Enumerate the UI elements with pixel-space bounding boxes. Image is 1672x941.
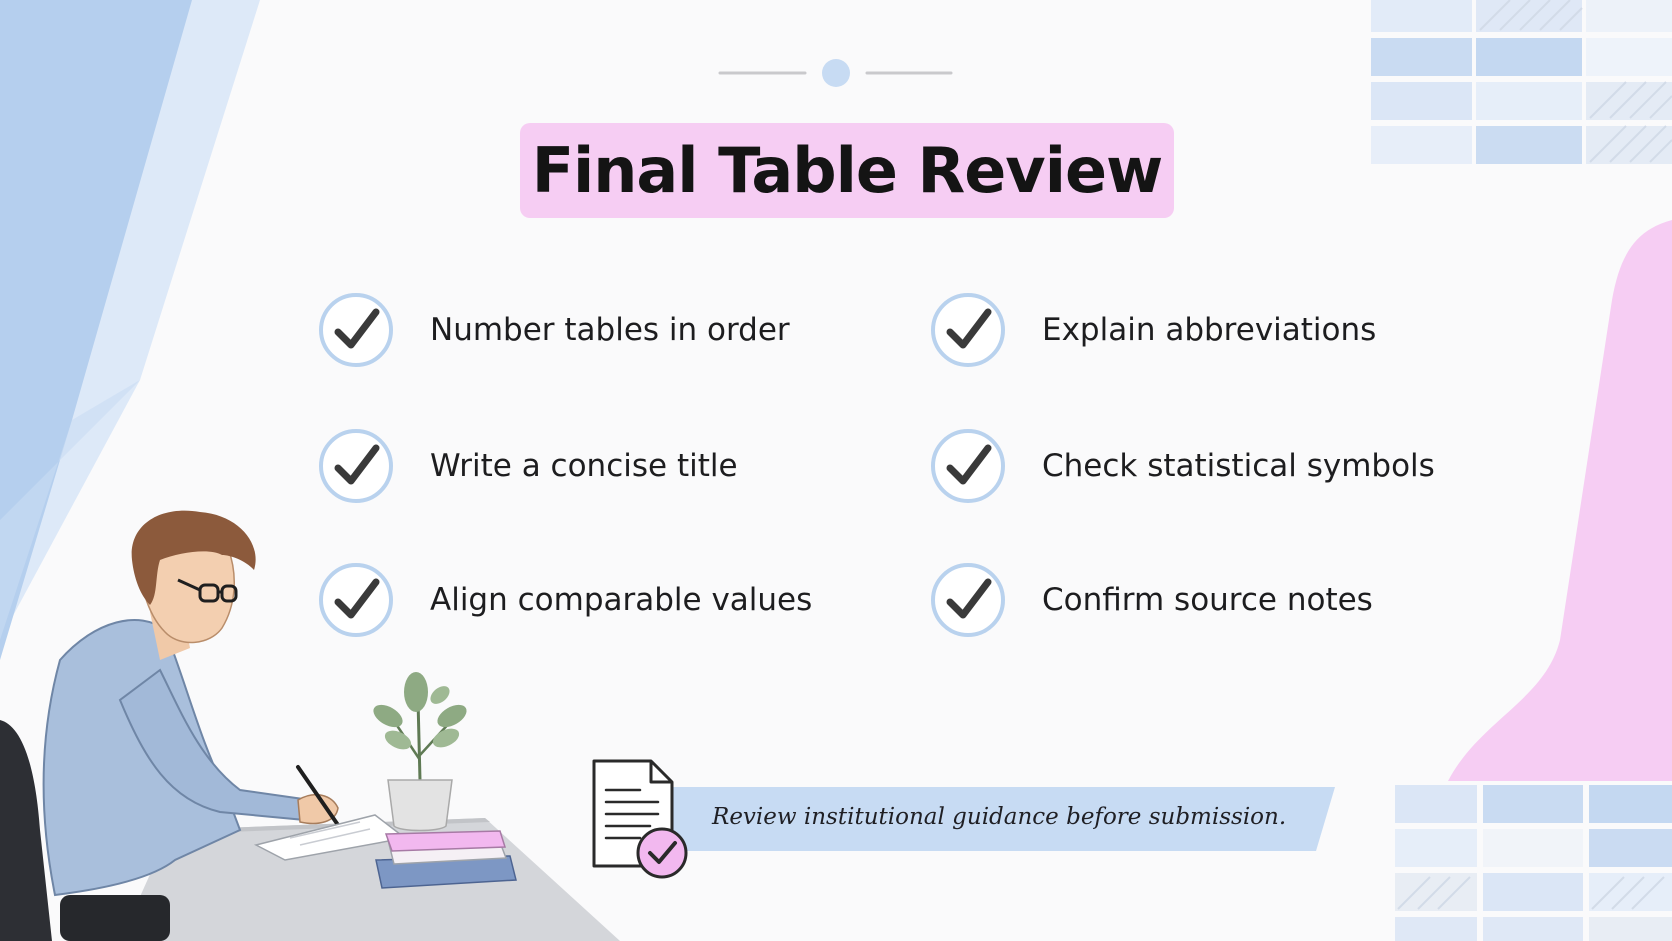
person-hair [131, 510, 256, 605]
person-hand [297, 793, 339, 825]
check-circle-icon [319, 293, 393, 367]
document-check-icon [592, 759, 688, 879]
checklist-item: Check statistical symbols [928, 426, 1435, 506]
checklist-item: Confirm source notes [928, 560, 1373, 640]
right-pink-shape [1448, 220, 1672, 781]
check-circle-icon [931, 563, 1005, 637]
top-right-grid [1371, 0, 1672, 164]
checklist-item-label: Check statistical symbols [1042, 448, 1435, 484]
chair [0, 720, 52, 941]
glasses [177, 578, 238, 603]
person-torso [42, 619, 242, 897]
checklist-item: Number tables in order [316, 290, 790, 370]
checklist-item-label: Align comparable values [430, 582, 813, 618]
checklist-item: Align comparable values [316, 560, 812, 640]
checklist-item-label: Number tables in order [430, 312, 790, 348]
plant-icon [373, 672, 467, 832]
footer-banner [662, 787, 1335, 851]
bottom-right-grid [1395, 785, 1672, 941]
checklist-item: Write a concise title [316, 426, 738, 506]
title-banner: Final Table Review [520, 123, 1174, 218]
check-circle-icon [931, 429, 1005, 503]
checklist-item-label: Explain abbreviations [1042, 312, 1377, 348]
check-circle-icon [319, 429, 393, 503]
checklist-item-label: Confirm source notes [1042, 582, 1373, 618]
check-circle-icon [931, 293, 1005, 367]
checklist-item-label: Write a concise title [430, 448, 738, 484]
checklist-item: Explain abbreviations [928, 290, 1376, 370]
page-title: Final Table Review [531, 134, 1164, 207]
person-at-desk-illustration [0, 510, 620, 941]
check-circle-icon [319, 563, 393, 637]
pen-icon [296, 765, 340, 827]
left-blue-band [0, 0, 192, 660]
top-divider-dot [822, 59, 850, 87]
left-band-edge [0, 380, 140, 640]
footer-note: Review institutional guidance before sub… [712, 804, 1287, 830]
